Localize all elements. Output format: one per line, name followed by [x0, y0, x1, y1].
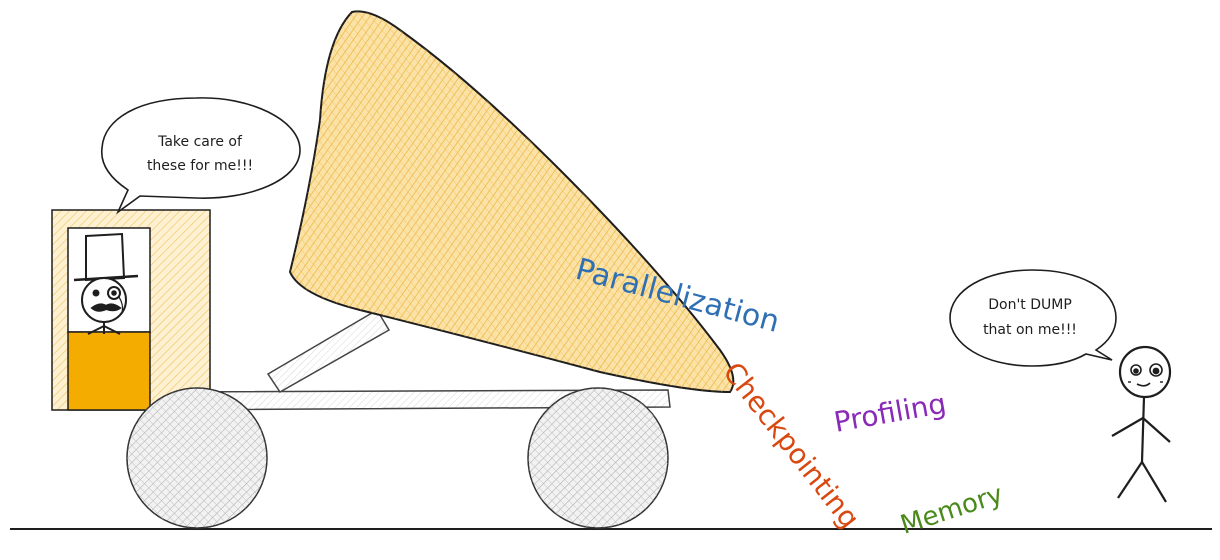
label-checkpointing: Checkpointing: [716, 356, 866, 535]
person-speech-line-2: that on me!!!: [983, 322, 1077, 338]
person-speech-bubble: Don't DUMP that on me!!!: [949, 269, 1117, 367]
boss-speech-bubble: Take care of these for me!!!: [101, 97, 301, 215]
cab-lower-panel: [67, 331, 151, 411]
boss-speech-line-1: Take care of: [157, 134, 243, 150]
person-speech-line-1: Don't DUMP: [988, 297, 1072, 313]
wheel-rear: [126, 387, 268, 529]
label-profiling: Profiling: [831, 387, 948, 439]
boss-speech-line-2: these for me!!!: [147, 158, 253, 174]
wheel-front: [527, 387, 669, 529]
stick-figure: [1111, 345, 1172, 503]
boss-character: [73, 232, 139, 335]
hydraulic-arm: [266, 308, 391, 393]
truck-cab: [51, 209, 211, 411]
dump-load: [288, 10, 735, 394]
label-memory: Memory: [897, 479, 1007, 540]
